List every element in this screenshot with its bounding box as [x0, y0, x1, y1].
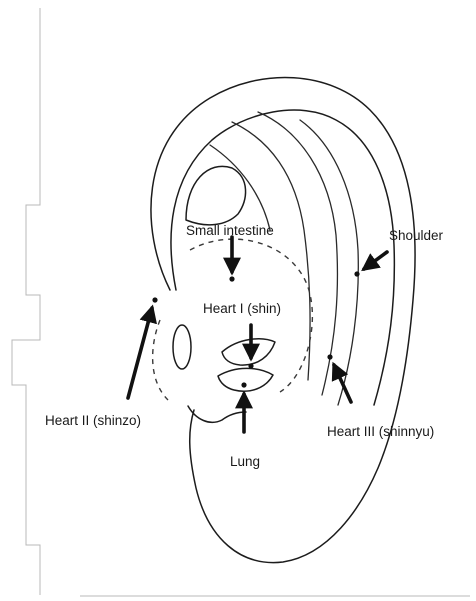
- helix-fold: [186, 166, 246, 224]
- label-shoulder: Shoulder: [389, 228, 444, 243]
- label-heart-3: Heart III (shinnyu): [327, 424, 434, 439]
- tragus-oval: [173, 325, 191, 369]
- helix-inner-rim: [171, 110, 394, 405]
- point-heart-1: [248, 363, 253, 368]
- point-heart-3: [327, 354, 332, 359]
- point-shoulder: [354, 271, 359, 276]
- outer-ear-outline: [151, 77, 415, 562]
- label-lung: Lung: [230, 454, 260, 469]
- point-lung: [241, 382, 246, 387]
- arrow-heart-3: [334, 365, 351, 402]
- point-small-intestine: [229, 276, 234, 281]
- intertragic-notch: [188, 406, 246, 422]
- point-heart-2: [152, 297, 157, 302]
- label-small-intestine: Small intestine: [186, 223, 274, 238]
- label-heart-2: Heart II (shinzo): [45, 413, 141, 428]
- arrow-heart-2: [128, 308, 152, 398]
- heart-shape-lower: [218, 368, 273, 391]
- heart-shape-upper: [222, 339, 275, 365]
- antihelix-upper-crus: [210, 145, 270, 230]
- arrow-shoulder: [364, 252, 387, 269]
- label-heart-1: Heart I (shin): [203, 301, 281, 316]
